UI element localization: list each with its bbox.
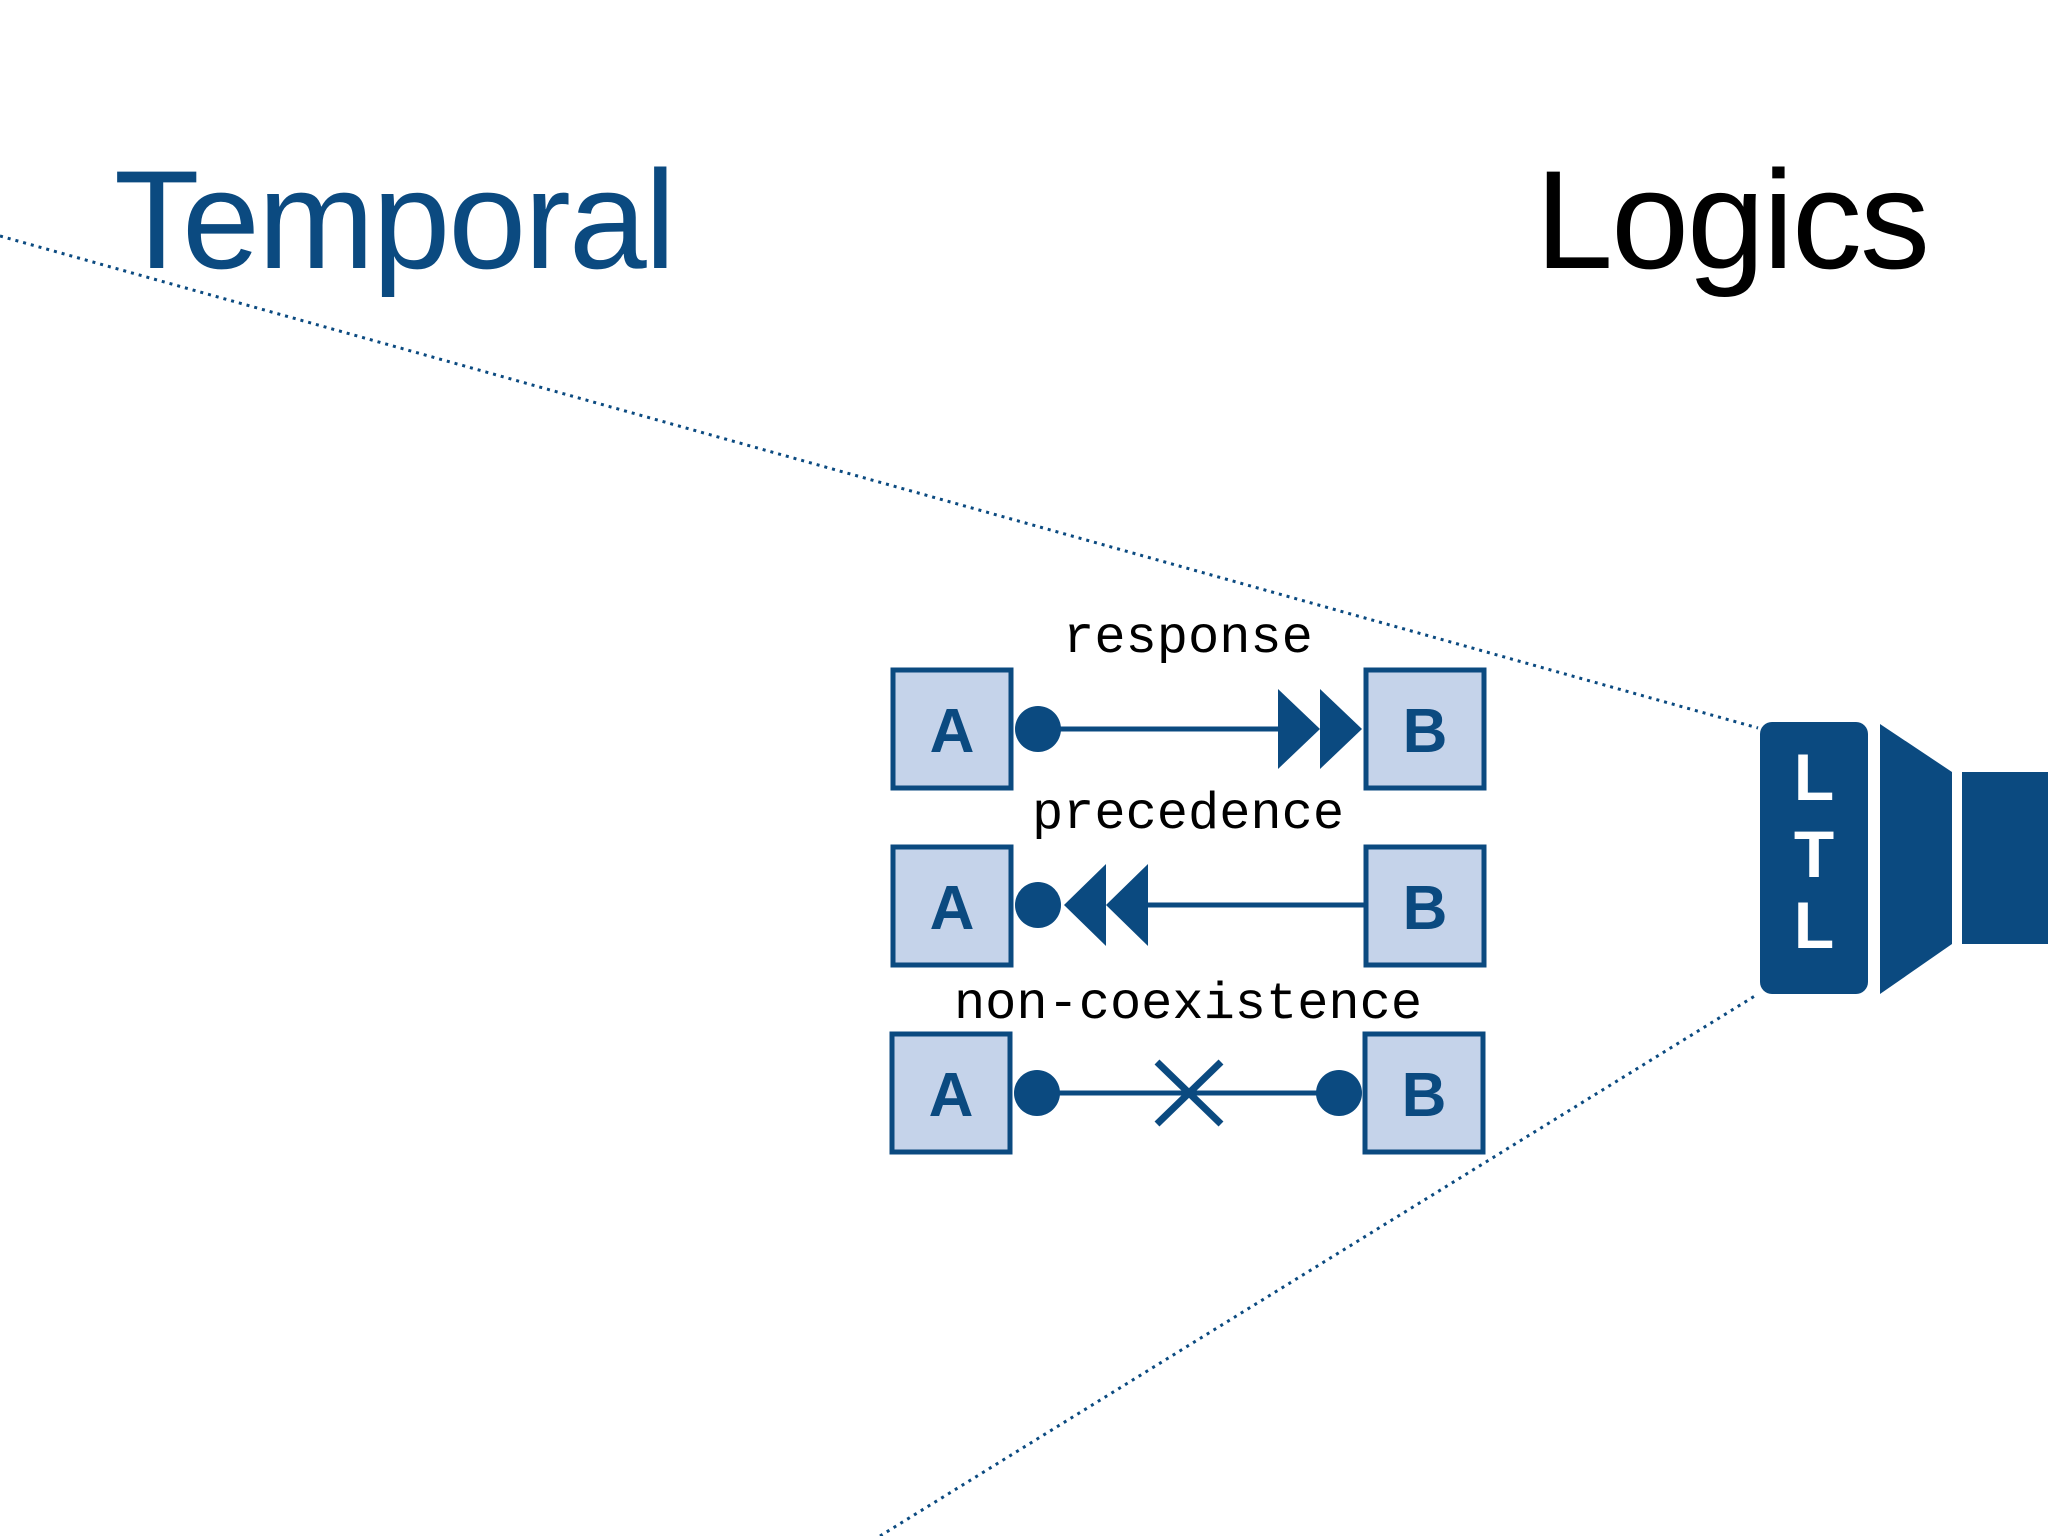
projector-label-letter: L bbox=[1794, 740, 1834, 814]
relation-non-coexistence: non-coexistence A B bbox=[889, 975, 1486, 1155]
projector-body bbox=[1760, 722, 1868, 994]
relation-response: response A B bbox=[890, 609, 1487, 791]
projector-icon: L T L bbox=[1760, 722, 2048, 994]
arrowhead bbox=[1106, 864, 1148, 946]
activity-box-a bbox=[890, 667, 1014, 791]
beam-line-top bbox=[0, 234, 1759, 730]
activity-box-b bbox=[1362, 1031, 1486, 1155]
activity-box-a-label: A bbox=[930, 874, 975, 943]
activity-box-b-label: B bbox=[1402, 1061, 1447, 1130]
relation-label-precedence: precedence bbox=[1032, 785, 1344, 844]
cross-icon bbox=[1154, 1059, 1224, 1127]
activity-box-a bbox=[890, 844, 1014, 968]
activity-box-b bbox=[1363, 844, 1487, 968]
connector-dot bbox=[1316, 1070, 1362, 1116]
projector-label-letter: L bbox=[1794, 888, 1834, 962]
activity-box-b bbox=[1363, 667, 1487, 791]
connector-dot bbox=[1015, 882, 1061, 928]
title-temporal: Temporal bbox=[114, 141, 674, 298]
title-logics: Logics bbox=[1535, 141, 1928, 298]
relation-precedence: precedence A B bbox=[890, 785, 1487, 968]
relation-label-non-coexistence: non-coexistence bbox=[954, 975, 1422, 1034]
activity-box-a bbox=[889, 1031, 1013, 1155]
arrowhead bbox=[1278, 689, 1320, 769]
projector-label-letter: T bbox=[1794, 817, 1834, 891]
arrowhead bbox=[1064, 864, 1106, 946]
relation-label-response: response bbox=[1063, 609, 1313, 668]
activity-box-a-label: A bbox=[930, 697, 975, 766]
projector-lens bbox=[1880, 724, 1952, 994]
activity-box-a-label: A bbox=[929, 1061, 974, 1130]
activity-box-b-label: B bbox=[1403, 697, 1448, 766]
projector-back bbox=[1962, 772, 2048, 944]
activity-box-b-label: B bbox=[1403, 874, 1448, 943]
arrowhead bbox=[1320, 689, 1362, 769]
